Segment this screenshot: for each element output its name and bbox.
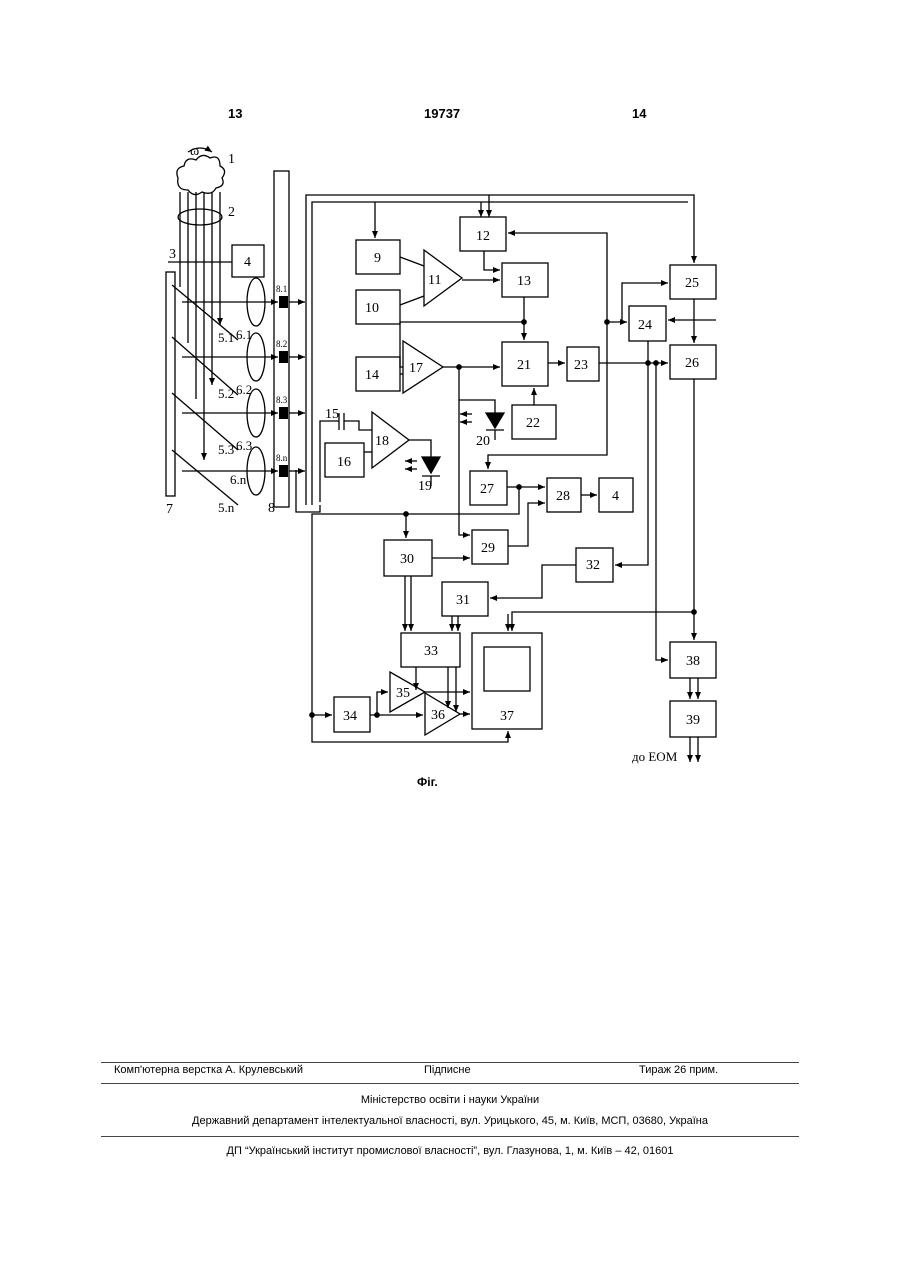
footer-rule-middle (101, 1083, 799, 1084)
block-33-label: 33 (424, 644, 438, 659)
label-3: 3 (169, 247, 176, 262)
block-21-label: 21 (517, 358, 531, 373)
footer-ministry: Міністерство освіти і науки України (101, 1094, 799, 1106)
label-1: 1 (228, 152, 235, 167)
footer-institute: ДП “Український інститут промислової вла… (101, 1145, 799, 1157)
label-8: 8 (268, 501, 275, 516)
block-25-label: 25 (685, 276, 699, 291)
label-5-1: 5.1 (218, 330, 234, 345)
label-6-3: 6.3 (236, 438, 252, 453)
label-8-3: 8.3 (276, 395, 288, 405)
footer-rule-top (101, 1062, 799, 1063)
block-37-label: 37 (500, 709, 514, 724)
label-2: 2 (228, 205, 235, 220)
block-35-label: 35 (396, 686, 410, 701)
block-13-label: 13 (517, 274, 531, 289)
label-5-2: 5.2 (218, 386, 234, 401)
block-29-label: 29 (481, 541, 495, 556)
object-cloud (177, 155, 225, 194)
label-8-1: 8.1 (276, 284, 287, 294)
footer-rule-bottom (101, 1136, 799, 1137)
block-11-label: 11 (428, 273, 441, 288)
lens-2 (178, 209, 222, 225)
footer-layout: Комп'ютерна верстка А. Крулевський (114, 1064, 303, 1076)
block-9-label: 9 (374, 251, 381, 266)
block-24-label: 24 (638, 318, 652, 333)
block-14-label: 14 (365, 368, 379, 383)
block-31-label: 31 (456, 593, 470, 608)
label-8-2: 8.2 (276, 339, 287, 349)
block-16-label: 16 (337, 455, 351, 470)
label-6-n: 6.n (230, 472, 247, 487)
block-26-label: 26 (685, 356, 699, 371)
label-5-3: 5.3 (218, 442, 234, 457)
block-4-output-label: 4 (612, 489, 619, 504)
block-38-label: 38 (686, 654, 700, 669)
label-6-1: 6.1 (236, 327, 252, 342)
label-5-n: 5.n (218, 500, 235, 515)
block-diagram: ω 1 2 3 4 7 8 5.1 5.2 5.3 5.n 6.1 6.2 6.… (0, 0, 901, 800)
block-23-label: 23 (574, 358, 588, 373)
block-30-label: 30 (400, 552, 414, 567)
label-7: 7 (166, 502, 173, 517)
label-20: 20 (476, 434, 490, 449)
plate-7 (166, 272, 175, 496)
figure-caption: Фіг. (417, 775, 438, 789)
label-8-n: 8.n (276, 453, 288, 463)
block-28-label: 28 (556, 489, 570, 504)
output-label: до ЕОМ (632, 749, 678, 764)
label-6-2: 6.2 (236, 382, 252, 397)
label-4: 4 (244, 255, 251, 270)
label-19: 19 (418, 479, 432, 494)
omega-label: ω (190, 144, 199, 159)
block-36-label: 36 (431, 708, 445, 723)
footer-circulation: Тираж 26 прим. (639, 1064, 718, 1076)
block-18-label: 18 (375, 434, 389, 449)
label-15: 15 (325, 407, 339, 422)
block-27-label: 27 (480, 482, 494, 497)
footer-department: Державний департамент інтелектуальної вл… (101, 1115, 799, 1127)
block-22-label: 22 (526, 416, 540, 431)
footer-signed: Підписне (424, 1064, 471, 1076)
block-39-label: 39 (686, 713, 700, 728)
block-10-label: 10 (365, 301, 379, 316)
block-12-label: 12 (476, 229, 490, 244)
block-32-label: 32 (586, 558, 600, 573)
block-34-label: 34 (343, 709, 357, 724)
block-17-label: 17 (409, 361, 423, 376)
